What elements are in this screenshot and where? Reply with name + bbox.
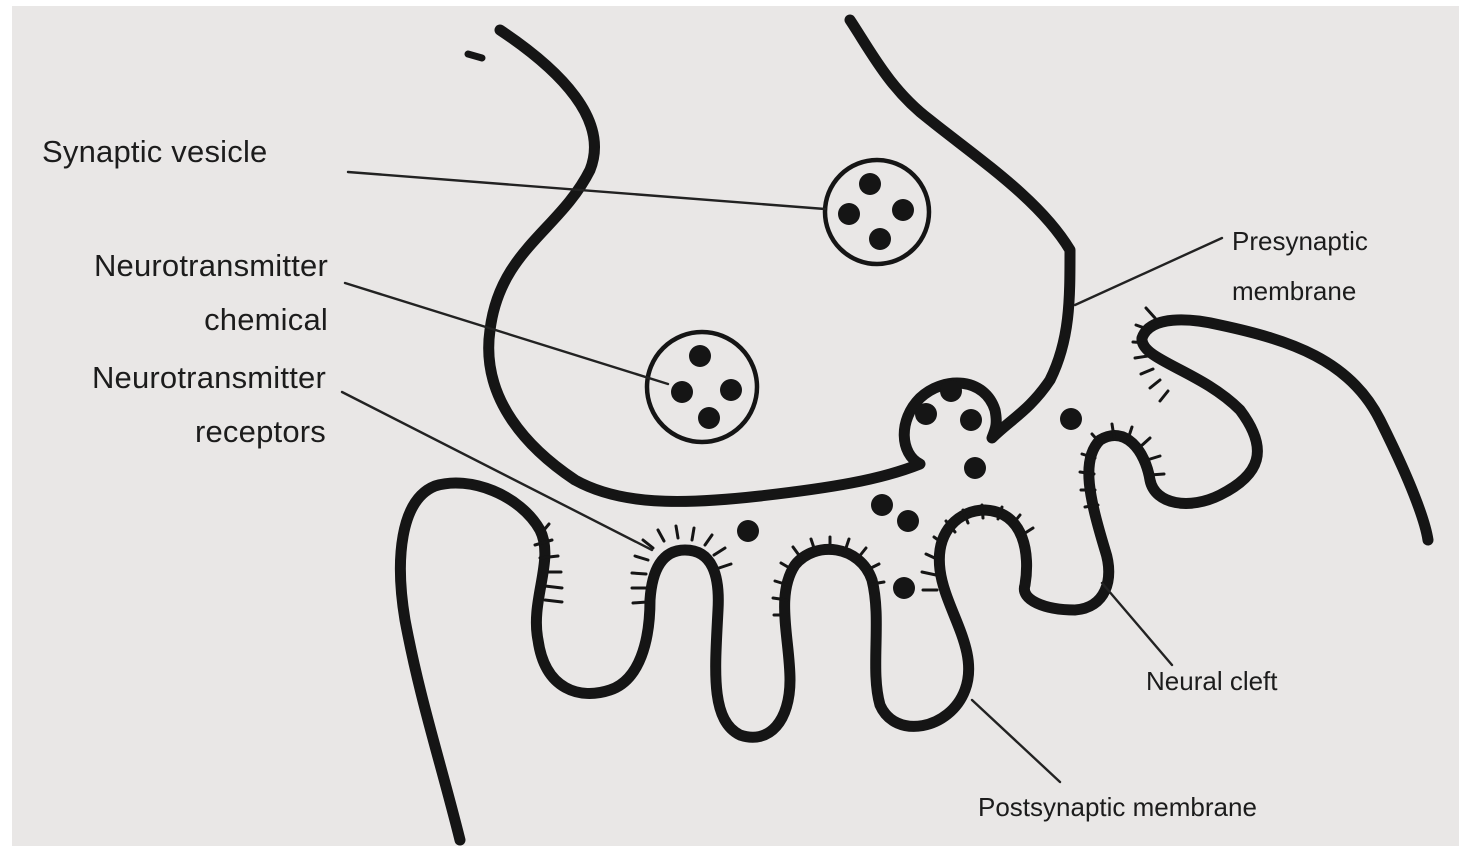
label-presynaptic-membrane-line1: Presynaptic [1232, 226, 1368, 257]
label-postsynaptic-membrane: Postsynaptic membrane [978, 792, 1257, 823]
label-presynaptic-membrane-line2: membrane [1232, 276, 1356, 307]
label-synaptic-vesicle: Synaptic vesicle [42, 134, 267, 170]
label-neurotransmitter-receptors-line1: Neurotransmitter [26, 360, 326, 396]
leader-neurotransmitter-chemical [345, 283, 668, 384]
leader-neural-cleft [1102, 583, 1172, 665]
synaptic-vesicle-top [825, 160, 929, 264]
label-neurotransmitter-receptors-line2: receptors [26, 414, 326, 450]
synaptic-vesicle-middle [647, 332, 757, 442]
label-neural-cleft: Neural cleft [1146, 666, 1278, 697]
label-neurotransmitter-chemical-line1: Neurotransmitter [30, 248, 328, 284]
leader-neurotransmitter-receptors [342, 392, 652, 550]
label-neurotransmitter-chemical-line2: chemical [30, 302, 328, 338]
leader-postsynaptic-membrane [972, 700, 1060, 782]
leader-presynaptic-membrane [1075, 238, 1222, 305]
ink-speck [468, 54, 482, 58]
presynaptic-membrane [489, 20, 1070, 501]
